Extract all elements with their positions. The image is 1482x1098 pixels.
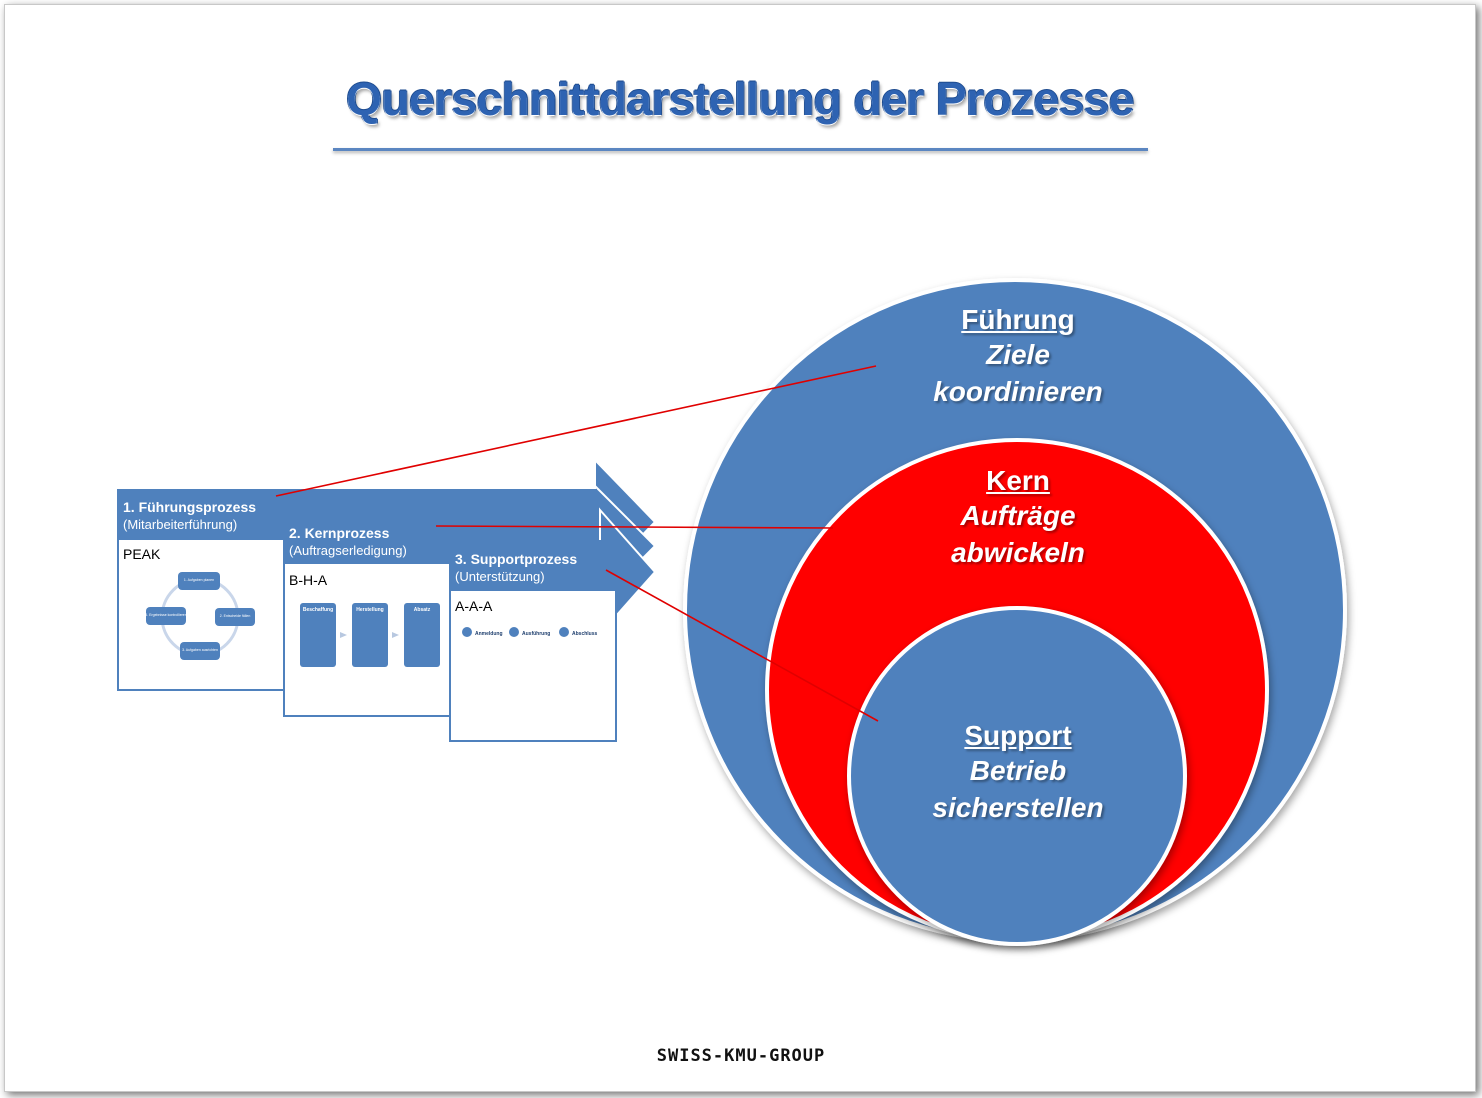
bha-column-box — [404, 603, 440, 667]
peak-step-label: 3. Aufgaben ausrichten — [182, 648, 218, 652]
circle-heading: Führung — [961, 304, 1075, 335]
circle-line: Aufträge — [960, 500, 1076, 531]
peak-step-box — [178, 572, 220, 590]
page-title: Querschnittdarstellung der Prozesse — [346, 73, 1134, 125]
circle-line: Ziele — [986, 339, 1050, 370]
bha-column-label: Herstellung — [356, 607, 384, 613]
bha-column-box — [300, 603, 336, 667]
bha-arrow-icon — [392, 632, 399, 638]
card-code: PEAK — [123, 546, 161, 562]
circle-label-kern: Kern Aufträge abwickeln — [868, 465, 1168, 571]
aaa-step-icon — [509, 627, 519, 637]
aaa-step-icon — [559, 627, 569, 637]
peak-step-box — [146, 607, 186, 625]
connector-line-fuehrung — [275, 365, 877, 497]
bha-column-box — [352, 603, 388, 667]
peak-step-box — [215, 608, 255, 626]
bha-column-label: Beschaffung — [303, 607, 333, 613]
card-title: 1. Führungsprozess — [123, 499, 256, 515]
circle-line: sicherstellen — [932, 792, 1104, 823]
aaa-column-label: Anmeldung — [475, 631, 503, 637]
card-title: 3. Supportprozess — [455, 551, 577, 567]
card-code: A-A-A — [455, 598, 493, 614]
circle-inner-support — [847, 606, 1187, 946]
connector-line-kern — [435, 525, 834, 529]
aaa-column-label: Ausführung — [522, 631, 550, 637]
peak-step-label: 4. Ergebnisse kontrollieren — [145, 613, 186, 617]
footer-brand: SWISS-KMU-GROUP — [656, 1046, 826, 1066]
card-code: B-H-A — [289, 572, 328, 588]
aaa-column-label: Abschluss — [572, 631, 598, 637]
circle-line: Betrieb — [969, 755, 1067, 786]
bha-column-label: Absatz — [414, 607, 431, 613]
bha-arrow-icon — [340, 632, 347, 638]
title-underline — [333, 148, 1148, 151]
aaa-step-icon — [462, 627, 472, 637]
circle-line: abwickeln — [951, 537, 1085, 568]
card-subtitle: (Auftragserledigung) — [289, 543, 407, 558]
connector-line-support — [605, 569, 879, 722]
peak-step-label: 2. Entscheide fällen — [220, 614, 251, 618]
circle-heading: Kern — [986, 465, 1050, 496]
card-supportprozess: 3. Supportprozess (Unterstützung) A-A-A … — [449, 540, 617, 742]
card-subtitle: (Mitarbeiterführung) — [123, 517, 237, 532]
peak-step-label: 1. Aufgaben planen — [184, 578, 214, 582]
card-subtitle: (Unterstützung) — [455, 569, 545, 584]
circle-heading: Support — [964, 720, 1072, 751]
circle-line: koordinieren — [933, 376, 1103, 407]
peak-step-box — [180, 642, 220, 660]
card-title: 2. Kernprozess — [289, 525, 390, 541]
circle-label-support: Support Betrieb sicherstellen — [868, 720, 1168, 826]
circle-label-fuehrung: Führung Ziele koordinieren — [868, 304, 1168, 410]
